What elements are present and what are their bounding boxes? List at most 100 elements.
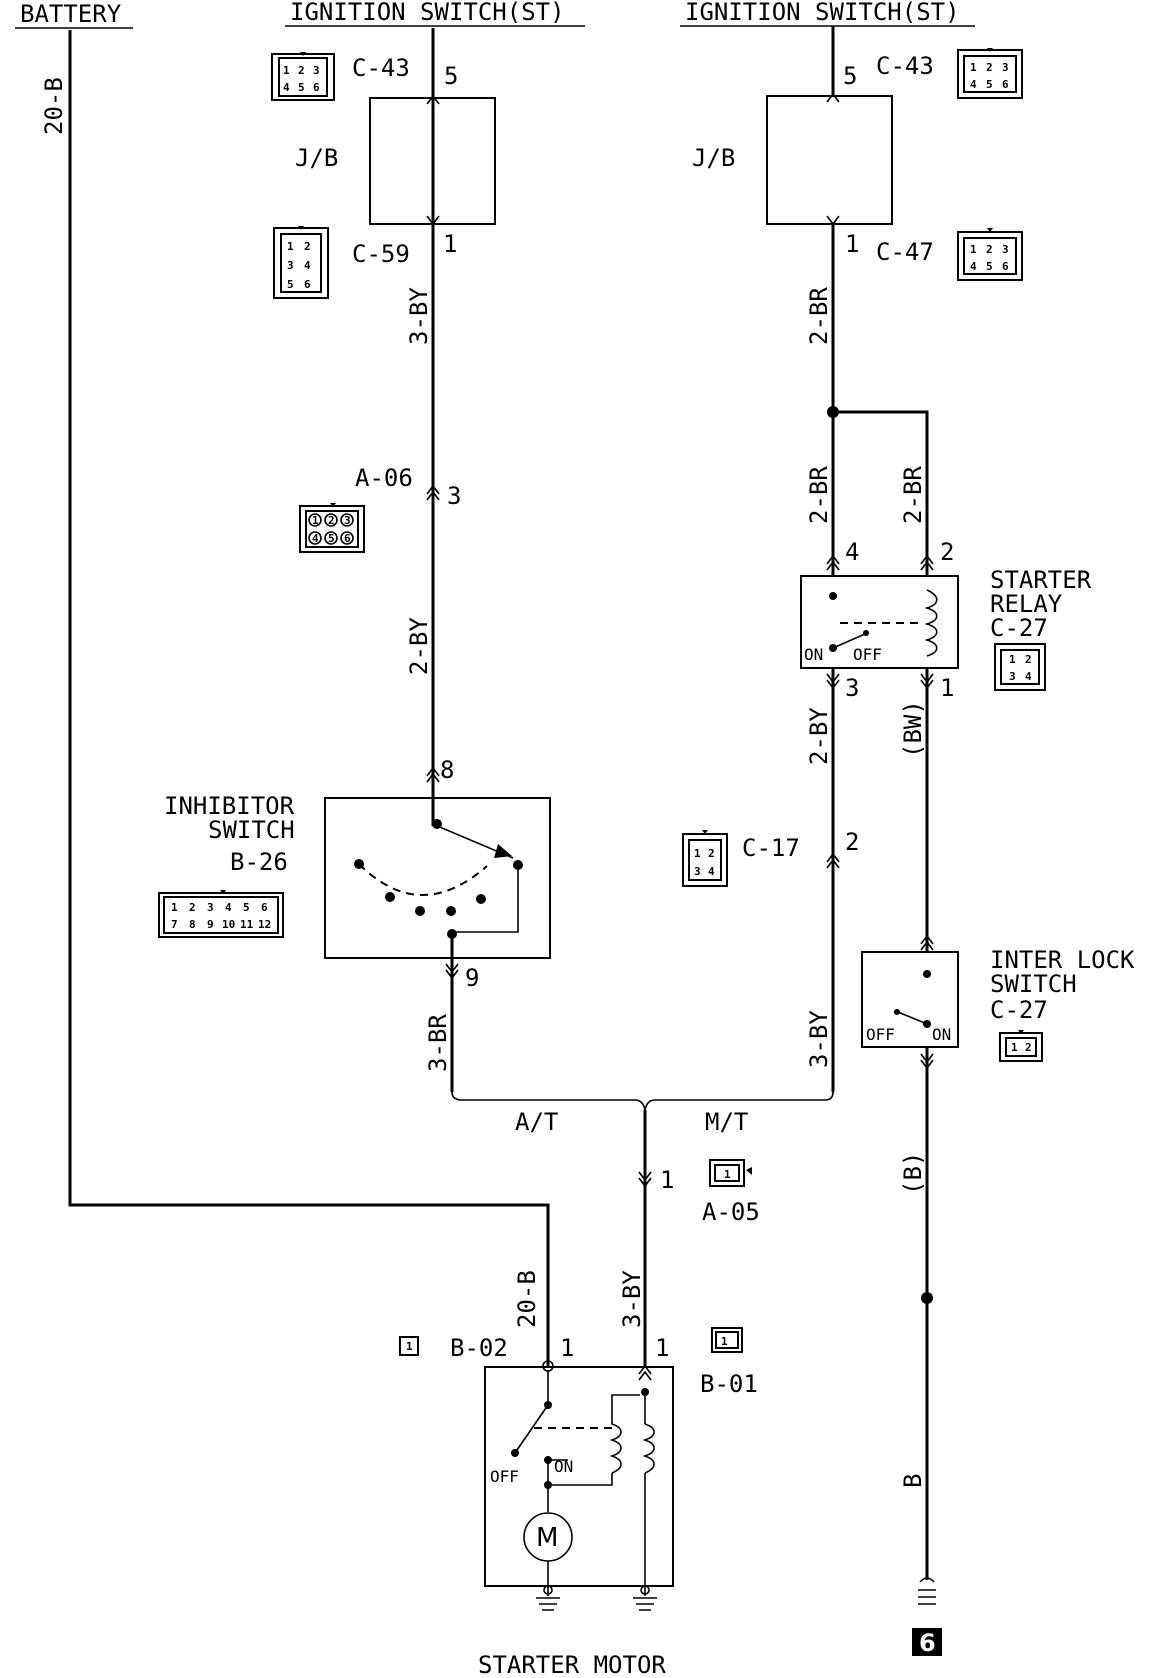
interlock-gap <box>921 972 933 1028</box>
svg-text:2: 2 <box>708 847 715 860</box>
inhibitor-pin-in: 8 <box>440 756 454 784</box>
interlock-off-label: OFF <box>866 1025 895 1044</box>
inhibitor-label-2: SWITCH <box>208 816 295 844</box>
jb-left-arrows <box>426 94 440 226</box>
relay-3-arrows <box>826 673 840 690</box>
svg-text:7: 7 <box>171 918 178 931</box>
svg-text:4: 4 <box>708 865 715 878</box>
b02-label: B-02 <box>450 1334 508 1362</box>
svg-text:5: 5 <box>298 81 305 94</box>
interlock-blade <box>897 1011 928 1025</box>
b01-pin: 1 <box>655 1334 669 1362</box>
inhibitor-contacts <box>354 819 523 939</box>
at-mt-brace <box>451 1091 834 1111</box>
ground-splice <box>921 1292 933 1304</box>
b02-pin: 1 <box>560 1334 574 1362</box>
svg-text:2: 2 <box>304 240 311 253</box>
relay-pin-2: 2 <box>940 538 954 566</box>
jb-right-pin-in: 5 <box>843 62 857 90</box>
c43-left-label: C-43 <box>352 54 410 82</box>
svg-text:5: 5 <box>986 260 993 273</box>
interlock-out-arrows <box>920 1053 934 1070</box>
relay-off-label: OFF <box>853 645 882 664</box>
b01-connector-icon: 1 <box>711 1327 743 1353</box>
jb-right-box <box>766 95 893 225</box>
svg-text:11: 11 <box>240 918 254 931</box>
inhibitor-out-arrows <box>445 963 459 980</box>
svg-text:4: 4 <box>970 78 977 91</box>
svg-text:3: 3 <box>694 865 701 878</box>
inhibitor-blade-arrowhead <box>494 844 512 858</box>
starter-blade <box>516 1404 549 1451</box>
svg-text:6: 6 <box>313 81 320 94</box>
mt-3by-label: 3-BY <box>805 1010 833 1068</box>
starter-off-label: OFF <box>490 1467 519 1486</box>
starter-pull-in-coil <box>642 1423 655 1474</box>
motor-ground-terminal <box>543 1585 553 1595</box>
svg-text:2: 2 <box>1025 653 1032 666</box>
inhibitor-selector-arc <box>358 863 488 896</box>
jb-right-pin-out: 1 <box>845 230 859 258</box>
relay-switch-gap <box>828 596 840 654</box>
interlock-blade-tip <box>894 1009 900 1015</box>
relay-on-label: ON <box>804 645 823 664</box>
inhibitor-return <box>452 865 519 933</box>
interlock-b-label: (B) <box>899 1152 927 1195</box>
svg-text:12: 12 <box>258 918 271 931</box>
relay-blade-tip <box>863 630 869 636</box>
svg-text:3: 3 <box>1009 670 1016 683</box>
svg-text:4: 4 <box>304 259 311 272</box>
svg-text:2: 2 <box>986 243 993 256</box>
jb-left-pin-in: 5 <box>444 62 458 90</box>
svg-text:1: 1 <box>721 1335 728 1348</box>
right-2br-label: 2-BR <box>805 287 833 345</box>
svg-text:2: 2 <box>328 514 335 527</box>
starter-relay-label-1: STARTER <box>990 566 1092 594</box>
svg-text:1: 1 <box>724 1168 731 1181</box>
at-label: A/T <box>515 1108 558 1136</box>
svg-text:6: 6 <box>1002 260 1009 273</box>
svg-text:2: 2 <box>986 61 993 74</box>
relay-pin-3: 3 <box>845 674 859 702</box>
relay-contact-top <box>829 592 837 600</box>
relay-pin-1: 1 <box>940 674 954 702</box>
svg-text:1: 1 <box>970 61 977 74</box>
coil-ground-terminal <box>640 1585 650 1595</box>
a05-label: A-05 <box>702 1198 760 1226</box>
svg-text:4: 4 <box>1025 670 1032 683</box>
relay-pin-4: 4 <box>845 538 859 566</box>
relay-coil-wire <box>833 410 929 1580</box>
svg-text:2: 2 <box>189 901 196 914</box>
c47-label: C-47 <box>876 238 934 266</box>
a06-arrows <box>426 484 440 501</box>
interlock-label-2: SWITCH <box>990 970 1077 998</box>
svg-text:3: 3 <box>344 514 351 527</box>
starter-hold-coil <box>609 1394 640 1474</box>
svg-text:5: 5 <box>328 532 335 545</box>
battery-wire-label: 20-B <box>40 77 68 135</box>
svg-text:3: 3 <box>313 64 320 77</box>
svg-text:4: 4 <box>970 260 977 273</box>
interlock-label-1: INTER LOCK <box>990 946 1135 974</box>
relay-1-arrows <box>920 673 934 690</box>
left-3by-label: 3-BY <box>405 287 433 345</box>
ground-6-badge <box>912 1628 942 1656</box>
left-2by-label: 2-BY <box>405 617 433 675</box>
svg-text:3: 3 <box>1002 243 1009 256</box>
svg-text:8: 8 <box>189 918 196 931</box>
coil-ground-icon <box>633 1584 657 1611</box>
ignition-switch-left-header: IGNITION SWITCH(ST) <box>290 0 565 26</box>
svg-text:4: 4 <box>312 532 319 545</box>
c17-arrows <box>826 852 840 869</box>
battery-header: BATTERY <box>20 0 122 28</box>
svg-text:1: 1 <box>970 243 977 256</box>
